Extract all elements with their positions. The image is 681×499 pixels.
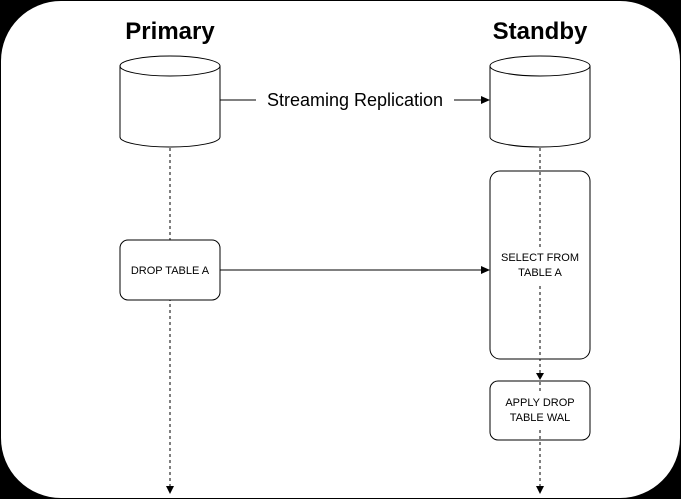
replication-label: Streaming Replication: [267, 90, 443, 110]
drop-table-label: DROP TABLE A: [131, 265, 210, 277]
replication-label-background: [256, 88, 454, 112]
standby-database-cylinder: [489, 55, 591, 148]
select-label-line2: TABLE A: [518, 267, 562, 279]
primary-lifeline-arrowhead: [166, 486, 174, 494]
standby-lifeline-arrowhead: [536, 486, 544, 494]
standby-heading: Standby: [493, 18, 588, 45]
primary-heading: Primary: [125, 18, 215, 45]
primary-database-cylinder: [119, 55, 221, 148]
select-label-background: [493, 249, 587, 283]
apply-label-background: [495, 393, 585, 427]
apply-label-line2: TABLE WAL: [510, 412, 571, 424]
select-label-line1: SELECT FROM: [501, 252, 579, 264]
select-to-apply-arrowhead: [536, 373, 544, 380]
apply-label-line1: APPLY DROP: [505, 397, 574, 409]
